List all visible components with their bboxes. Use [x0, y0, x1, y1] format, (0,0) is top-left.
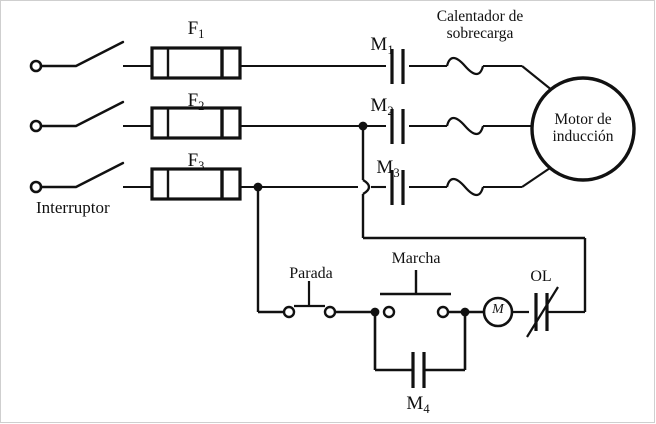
- holding-contact-branch: [373, 312, 467, 372]
- interruptor-switch-group[interactable]: [29, 40, 125, 194]
- overload-heater-2: [445, 116, 485, 136]
- contact-m4: [411, 352, 426, 388]
- fuse-f2-label: F2: [187, 90, 205, 113]
- fuse-f1-label: F1: [187, 18, 205, 41]
- fuse-f2: [150, 106, 242, 140]
- fuse-f3-label: F3: [187, 150, 205, 173]
- induction-motor: [530, 76, 636, 182]
- parada-terminal-right: [323, 305, 337, 319]
- fuse-f2-body: [150, 106, 242, 140]
- parada-label: Parada: [289, 265, 333, 282]
- wire-l3-motor-lead: [521, 165, 554, 188]
- motor-label: Motor de inducción: [552, 111, 613, 146]
- junction-dot-l2-tap: [358, 121, 368, 131]
- overload-heater-label: Calentador de sobrecarga: [437, 8, 524, 43]
- contact-m4-label: M4: [406, 393, 430, 416]
- fuse-f3: [150, 167, 242, 201]
- marcha-terminal-left: [382, 305, 396, 319]
- interruptor-terminal-1: [29, 59, 43, 73]
- heater-label-line-2: sobrecarga: [446, 25, 514, 43]
- contact-m3-label: M3: [376, 157, 400, 180]
- control-tap-from-l3: [256, 187, 283, 314]
- interruptor-blade-3: [39, 161, 125, 189]
- junction-dot-l3-tap: [253, 182, 263, 192]
- interruptor-terminal-2: [29, 119, 43, 133]
- wire-hop-over-l3: [362, 178, 371, 196]
- heater-2-coil: [445, 116, 485, 136]
- contact-m1-label: M1: [370, 34, 394, 57]
- contactor-coil-m: [482, 296, 529, 328]
- interruptor-blade-1: [39, 40, 125, 68]
- contact-m2: [390, 109, 405, 144]
- contact-m3: [390, 170, 405, 205]
- heater-label-line-1: Calentador de: [436, 8, 524, 25]
- motor-label-line-1: Motor de: [554, 111, 612, 128]
- overload-heater-3: [445, 177, 485, 197]
- interruptor-blade-2: [39, 100, 125, 128]
- interruptor-terminal-3: [29, 180, 43, 194]
- heater-3-coil: [445, 177, 485, 197]
- contact-m2-label: M2: [370, 95, 394, 118]
- parada-terminal-left: [282, 305, 296, 319]
- line-1-conductors: [123, 64, 554, 92]
- contact-m1: [390, 49, 405, 84]
- overload-contact-ol: [526, 286, 585, 338]
- overload-contact-label: OL: [530, 268, 552, 285]
- marcha-pushbutton[interactable]: [380, 270, 451, 319]
- fuse-f1: [150, 46, 242, 80]
- marcha-terminal-right: [436, 305, 450, 319]
- ol-nc-slash: [526, 286, 559, 338]
- control-tap-from-l2: [361, 126, 587, 312]
- motor-label-line-2: inducción: [552, 128, 614, 146]
- overload-heater-1: [445, 56, 485, 76]
- motor-circle: [530, 76, 636, 182]
- marcha-label: Marcha: [391, 250, 441, 267]
- parada-pushbutton[interactable]: [282, 281, 337, 319]
- fuse-f3-body: [150, 167, 242, 201]
- fuse-f1-body: [150, 46, 242, 80]
- wire-l1-motor-lead: [521, 65, 554, 92]
- interruptor-label: Interruptor: [36, 198, 110, 217]
- coil-label: M: [492, 302, 504, 317]
- heater-1-coil: [445, 56, 485, 76]
